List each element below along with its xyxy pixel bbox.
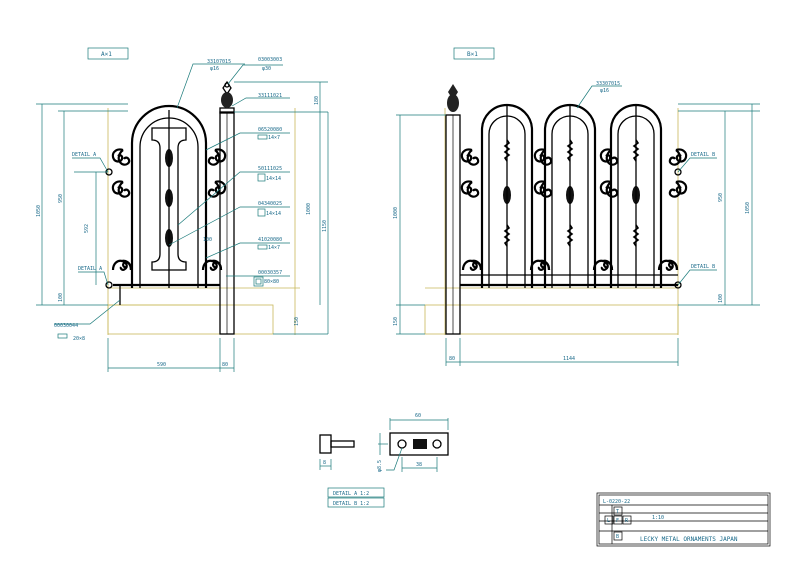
detail-caption: DETAIL A 1:2: [333, 491, 369, 497]
dim-value: 1000: [306, 203, 312, 215]
projection-mark: L: [607, 518, 610, 524]
dim-value: 1050: [745, 202, 751, 214]
part-spec: 14×14: [266, 176, 281, 182]
dim-value: 60: [415, 413, 421, 419]
dim-value: 950: [58, 194, 64, 203]
dim-value: 100: [58, 293, 64, 302]
dim-value: 80: [449, 356, 455, 362]
part-spec: 80×80: [264, 279, 279, 285]
detail-label: DETAIL B: [691, 152, 715, 158]
part-spec: 14×7: [268, 245, 280, 251]
detail-caption: DETAIL B 1:2: [333, 501, 369, 507]
dim-value: 1144: [563, 356, 575, 362]
inner-dim: 100: [203, 237, 212, 243]
dim-value: 150: [294, 317, 300, 326]
part-spec: 20×8: [73, 336, 85, 342]
part-code: 33107015: [207, 59, 231, 65]
view-a: A×1: [87, 47, 300, 335]
part-spec: φ16: [210, 66, 219, 72]
dim-value: 1150: [322, 220, 328, 232]
dim-value: 80: [222, 362, 228, 368]
view-b-callouts: 33307015 φ16 DETAIL B DETAIL B 1000 150 …: [393, 81, 760, 366]
dim-value: 592: [84, 224, 90, 233]
projection-mark: B: [616, 534, 619, 540]
part-spec: 14×7: [268, 135, 280, 141]
dim-value: 100: [718, 294, 724, 303]
part-code: 00030044: [54, 323, 78, 329]
part-spec: φ16: [600, 88, 609, 94]
dim-value: φ8.5: [377, 460, 383, 472]
projection-mark: R: [625, 518, 629, 524]
part-spec: φ30: [262, 66, 271, 72]
detail-view: 8 60 38 φ8.5 DETAIL A 1:2 DETAIL B 1:2: [319, 413, 449, 508]
part-code: 00030357: [258, 270, 282, 276]
dim-value: 8: [323, 460, 326, 466]
projection-mark: T: [616, 509, 619, 515]
part-code: 33307015: [596, 81, 620, 87]
detail-label: DETAIL A: [78, 266, 102, 272]
drawing-number: L-0220-22: [603, 499, 630, 505]
scale: 1:10: [652, 515, 664, 521]
view-b: B×1: [424, 47, 688, 335]
dim-value: 590: [157, 362, 166, 368]
part-code: 41020080: [258, 237, 282, 243]
part-code: 33111021: [258, 93, 282, 99]
view-a-dimensions: 1050 950 592 100 180 1000 1150 150 590 8…: [36, 81, 329, 372]
title-block: L-0220-22 T L F R B 1:10 LECKY METAL ORN…: [596, 492, 771, 547]
dim-value: 38: [416, 462, 422, 468]
dim-value: 180: [314, 96, 320, 105]
dim-value: 150: [393, 317, 399, 326]
dim-value: 950: [718, 193, 724, 202]
detail-label: DETAIL A: [72, 152, 96, 158]
dim-value: 1000: [393, 207, 399, 219]
company-name: LECKY METAL ORNAMENTS JAPAN: [640, 536, 738, 543]
part-code: 50111025: [258, 166, 282, 172]
view-a-callouts: 33107015 φ16 03003003 φ30 33111021 06520…: [54, 57, 290, 342]
part-code: 04340025: [258, 201, 282, 207]
view-b-title: B×1: [467, 51, 478, 58]
view-a-title: A×1: [101, 51, 112, 58]
part-code: 06520080: [258, 127, 282, 133]
detail-label: DETAIL B: [691, 264, 715, 270]
dim-value: 1050: [36, 205, 42, 217]
part-spec: 14×14: [266, 211, 281, 217]
projection-mark: F: [616, 518, 619, 524]
part-code: 03003003: [258, 57, 282, 63]
